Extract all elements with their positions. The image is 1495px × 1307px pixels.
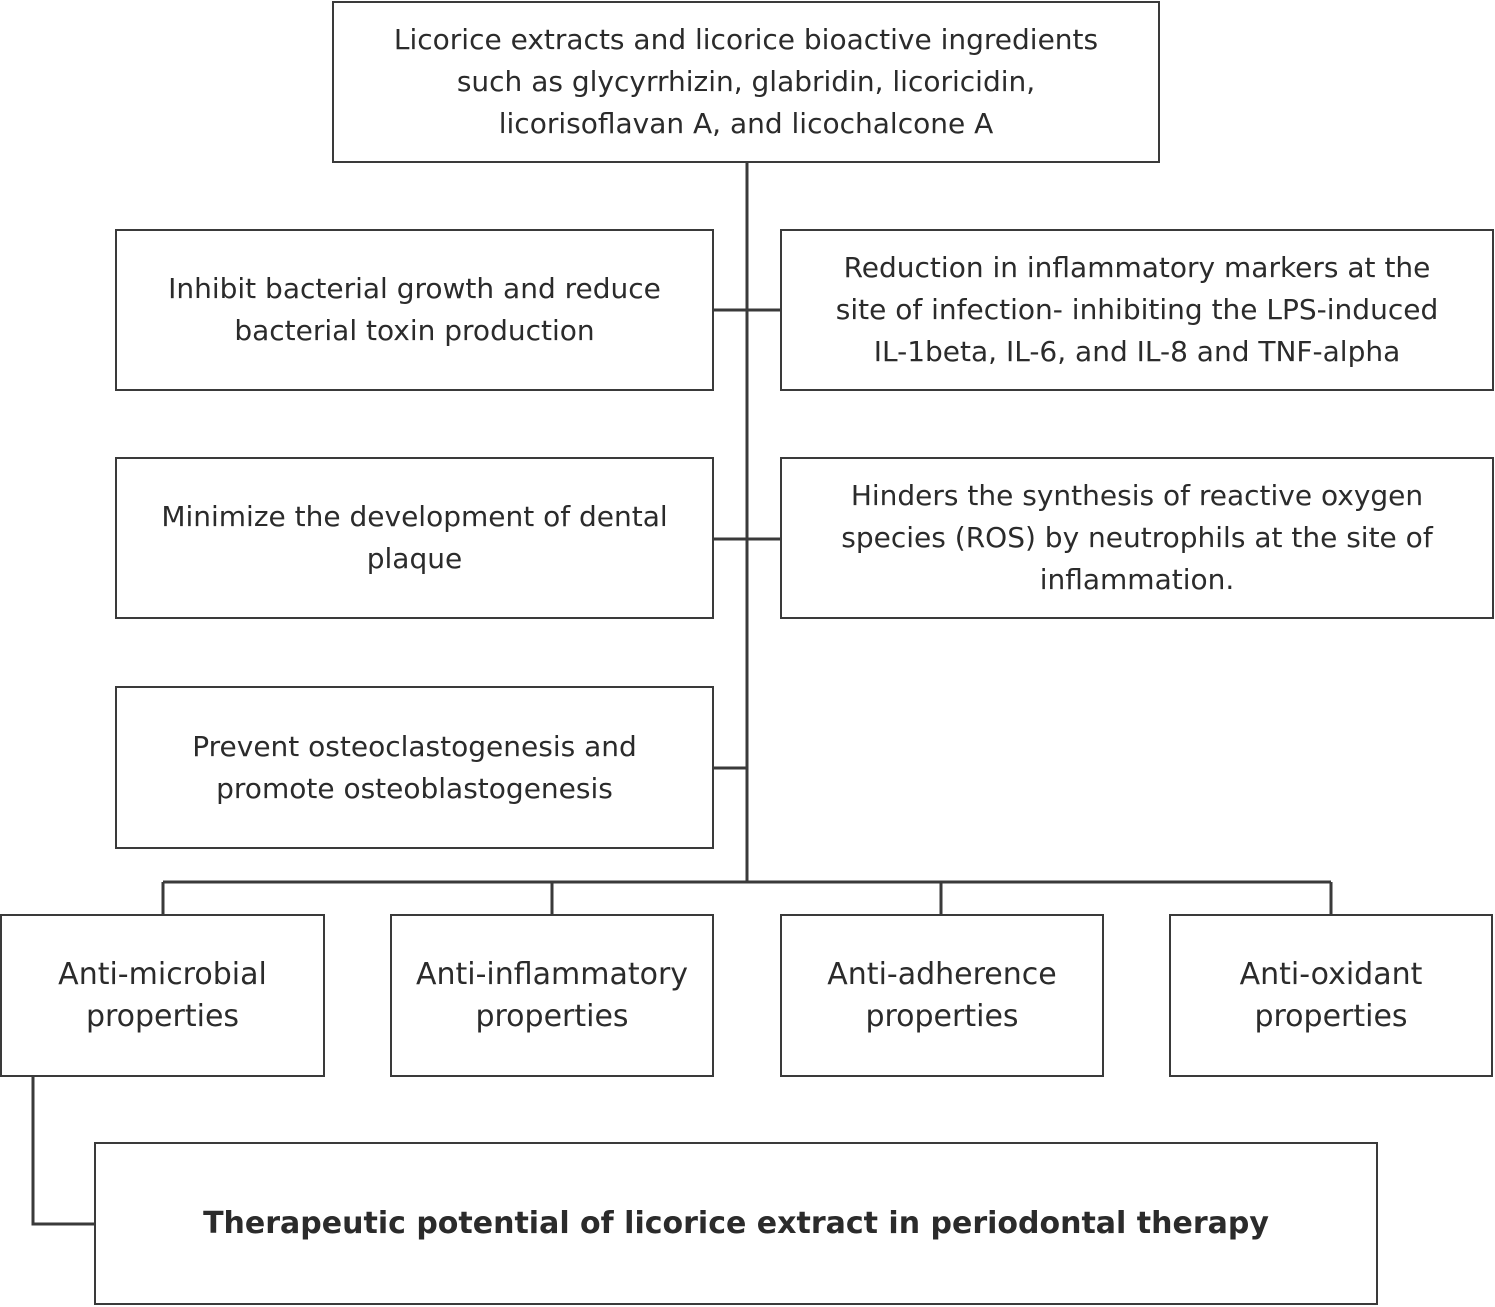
source-text: Licorice extracts and licorice bioactive… [393, 23, 1099, 140]
result-box: Therapeutic potential of licorice extrac… [94, 1142, 1378, 1305]
mechanism-text: Minimize the development of dental plaqu… [161, 500, 668, 575]
mechanism-box-inflammatory-markers: Reduction in inflammatory markers at the… [780, 229, 1494, 391]
mechanism-text: Prevent osteoclastogenesis and promote o… [192, 729, 637, 805]
mechanism-box-ros: Hinders the synthesis of reactive oxygen… [780, 457, 1494, 619]
mechanism-box-dental-plaque: Minimize the development of dental plaqu… [115, 457, 714, 619]
property-text: Anti-oxidant properties [1239, 956, 1423, 1034]
property-box-anti-adherence: Anti-adherence properties [780, 914, 1104, 1077]
mechanism-box-bacterial-growth: Inhibit bacterial growth and reduce bact… [115, 229, 714, 391]
property-box-anti-oxidant: Anti-oxidant properties [1169, 914, 1493, 1077]
property-text: Anti-microbial properties [58, 956, 267, 1034]
property-box-anti-microbial: Anti-microbial properties [0, 914, 325, 1077]
mechanism-text: Inhibit bacterial growth and reduce bact… [168, 272, 661, 347]
result-text: Therapeutic potential of licorice extrac… [203, 1205, 1269, 1241]
property-text: Anti-inflammatory properties [415, 956, 689, 1034]
property-text: Anti-adherence properties [827, 956, 1057, 1034]
property-box-anti-inflammatory: Anti-inflammatory properties [390, 914, 714, 1077]
mechanism-text: Hinders the synthesis of reactive oxygen… [841, 479, 1433, 596]
mechanism-box-osteo: Prevent osteoclastogenesis and promote o… [115, 686, 714, 849]
connector-result [31, 1077, 94, 1226]
source-box: Licorice extracts and licorice bioactive… [332, 1, 1160, 163]
mechanism-text: Reduction in inflammatory markers at the… [835, 251, 1439, 368]
